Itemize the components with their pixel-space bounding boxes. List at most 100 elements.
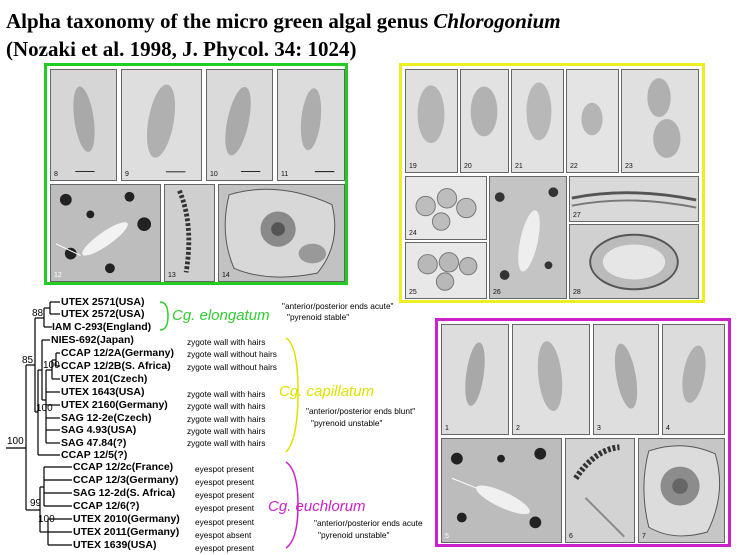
species-euchlorum: Cg. euchlorum <box>268 498 366 515</box>
panel-label: 20 <box>464 163 472 170</box>
bootstrap-value: 100 <box>38 514 55 525</box>
micrograph-28: 28 <box>569 224 699 299</box>
micrograph-5: 5 <box>441 438 562 543</box>
eyespot-note: eyespot present <box>195 543 255 553</box>
micrograph-10: 10 <box>206 69 273 181</box>
panel-label: 6 <box>569 533 573 540</box>
panel-label: 26 <box>493 289 501 296</box>
panel-label: 21 <box>515 163 523 170</box>
zygote-note: zygote wall with hairs <box>187 401 266 411</box>
title-line1-prefix: Alpha taxonomy of the micro green algal … <box>6 9 434 33</box>
strain-label: CCAP 12/3(Germany) <box>73 474 179 486</box>
panel-label: 24 <box>409 230 417 237</box>
eyespot-note: eyespot present <box>195 517 255 527</box>
panel-label: 22 <box>570 163 578 170</box>
micrograph-2: 2 <box>512 324 590 435</box>
panel-label: 14 <box>222 272 230 279</box>
bootstrap-value: 99 <box>30 498 42 509</box>
micrograph-14: 14 <box>218 184 345 282</box>
strain-label: CCAP 12/5(?) <box>61 449 128 461</box>
micrograph-26: 26 <box>489 176 567 299</box>
euchlorum-description-2: "pyrenoid unstable" <box>318 530 390 540</box>
panel-label: 3 <box>597 425 601 432</box>
euchlorum-description-1: "anterior/posterior ends acute <box>314 518 423 528</box>
micrograph-6: 6 <box>565 438 635 543</box>
micrograph-21: 21 <box>511 69 564 173</box>
strain-label: SAG 12-2e(Czech) <box>61 412 152 424</box>
capillatum-description-2: "pyrenoid unstable" <box>311 418 383 428</box>
eyespot-note: eyespot present <box>195 477 255 487</box>
micrograph-24: 24 <box>405 176 487 240</box>
micrograph-11: 11 <box>277 69 345 181</box>
zygote-note: zygote wall with hairs <box>187 389 266 399</box>
strain-label: UTEX 201(Czech) <box>61 373 148 385</box>
bootstrap-value: 100 <box>43 360 60 371</box>
eyespot-note: eyespot absent <box>195 530 252 540</box>
bootstrap-value: 100 <box>7 436 24 447</box>
strain-label: UTEX 2572(USA) <box>61 308 145 320</box>
strain-label: UTEX 2571(USA) <box>61 296 145 308</box>
zygote-note: zygote wall with hairs <box>187 438 266 448</box>
bootstrap-value: 100 <box>36 403 53 414</box>
panel-label: 13 <box>168 272 176 279</box>
bootstrap-value: 88 <box>32 308 44 319</box>
strain-label: CCAP 12/6(?) <box>73 500 140 512</box>
strain-label: UTEX 1639(USA) <box>73 539 157 551</box>
zygote-note: zygote wall with hairs <box>187 337 266 347</box>
strain-label: UTEX 2010(Germany) <box>73 513 180 525</box>
yellow-micrograph-panel: 19 20 21 22 23 24 25 26 27 28 <box>399 63 705 303</box>
panel-label: 25 <box>409 289 417 296</box>
panel-label: 19 <box>409 163 417 170</box>
micrograph-1: 1 <box>441 324 509 435</box>
magenta-micrograph-panel: 1 2 3 4 5 6 7 <box>435 318 731 547</box>
strain-label: UTEX 1643(USA) <box>61 386 145 398</box>
panel-label: 7 <box>642 533 646 540</box>
panel-label: 23 <box>625 163 633 170</box>
panel-label: 4 <box>666 425 670 432</box>
micrograph-13: 13 <box>164 184 215 282</box>
elongatum-description-2: "pyrenoid stable" <box>287 312 350 322</box>
euchlorum-bracket <box>285 461 299 549</box>
strain-label: UTEX 2160(Germany) <box>61 399 168 411</box>
micrograph-19: 19 <box>405 69 458 173</box>
micrograph-27: 27 <box>569 176 699 222</box>
micrograph-9: 9 <box>121 69 202 181</box>
micrograph-23: 23 <box>621 69 699 173</box>
micrograph-4: 4 <box>662 324 725 435</box>
panel-label: 12 <box>54 272 62 279</box>
strain-label: UTEX 2011(Germany) <box>73 526 180 538</box>
zygote-note: zygote wall with hairs <box>187 414 266 424</box>
panel-label: 9 <box>125 171 129 178</box>
strain-label: SAG 12-2d(S. Africa) <box>73 487 176 499</box>
bootstrap-value: 85 <box>22 355 34 366</box>
micrograph-25: 25 <box>405 242 487 299</box>
green-micrograph-panel: 8 9 10 11 12 13 14 <box>44 63 348 285</box>
micrograph-7: 7 <box>638 438 725 543</box>
capillatum-description-1: "anterior/posterior ends blunt" <box>306 406 416 416</box>
page-title: Alpha taxonomy of the micro green algal … <box>6 11 561 32</box>
panel-label: 28 <box>573 289 581 296</box>
eyespot-note: eyespot present <box>195 503 255 513</box>
capillatum-bracket <box>285 337 299 453</box>
elongatum-bracket <box>159 301 169 331</box>
panel-label: 1 <box>445 425 449 432</box>
strain-label: NIES-692(Japan) <box>51 334 134 346</box>
panel-label: 8 <box>54 171 58 178</box>
title-genus: Chlorogonium <box>433 9 561 33</box>
species-capillatum: Cg. capillatum <box>279 383 375 400</box>
zygote-note: zygote wall without hairs <box>187 349 277 359</box>
strain-label: SAG 4.93(USA) <box>61 424 137 436</box>
panel-label: 2 <box>516 425 520 432</box>
strain-label: CCAP 12/2A(Germany) <box>61 347 175 359</box>
species-elongatum: Cg. elongatum <box>172 307 270 324</box>
page-subtitle: (Nozaki et al. 1998, J. Phycol. 34: 1024… <box>6 37 357 61</box>
elongatum-description-1: "anterior/posterior ends acute" <box>282 301 394 311</box>
eyespot-note: eyespot present <box>195 464 255 474</box>
strain-label: IAM C-293(England) <box>52 321 152 333</box>
panel-label: 11 <box>281 171 289 178</box>
strain-label: SAG 47.84(?) <box>61 437 127 449</box>
micrograph-20: 20 <box>460 69 509 173</box>
micrograph-22: 22 <box>566 69 619 173</box>
micrograph-12: 12 <box>50 184 161 282</box>
